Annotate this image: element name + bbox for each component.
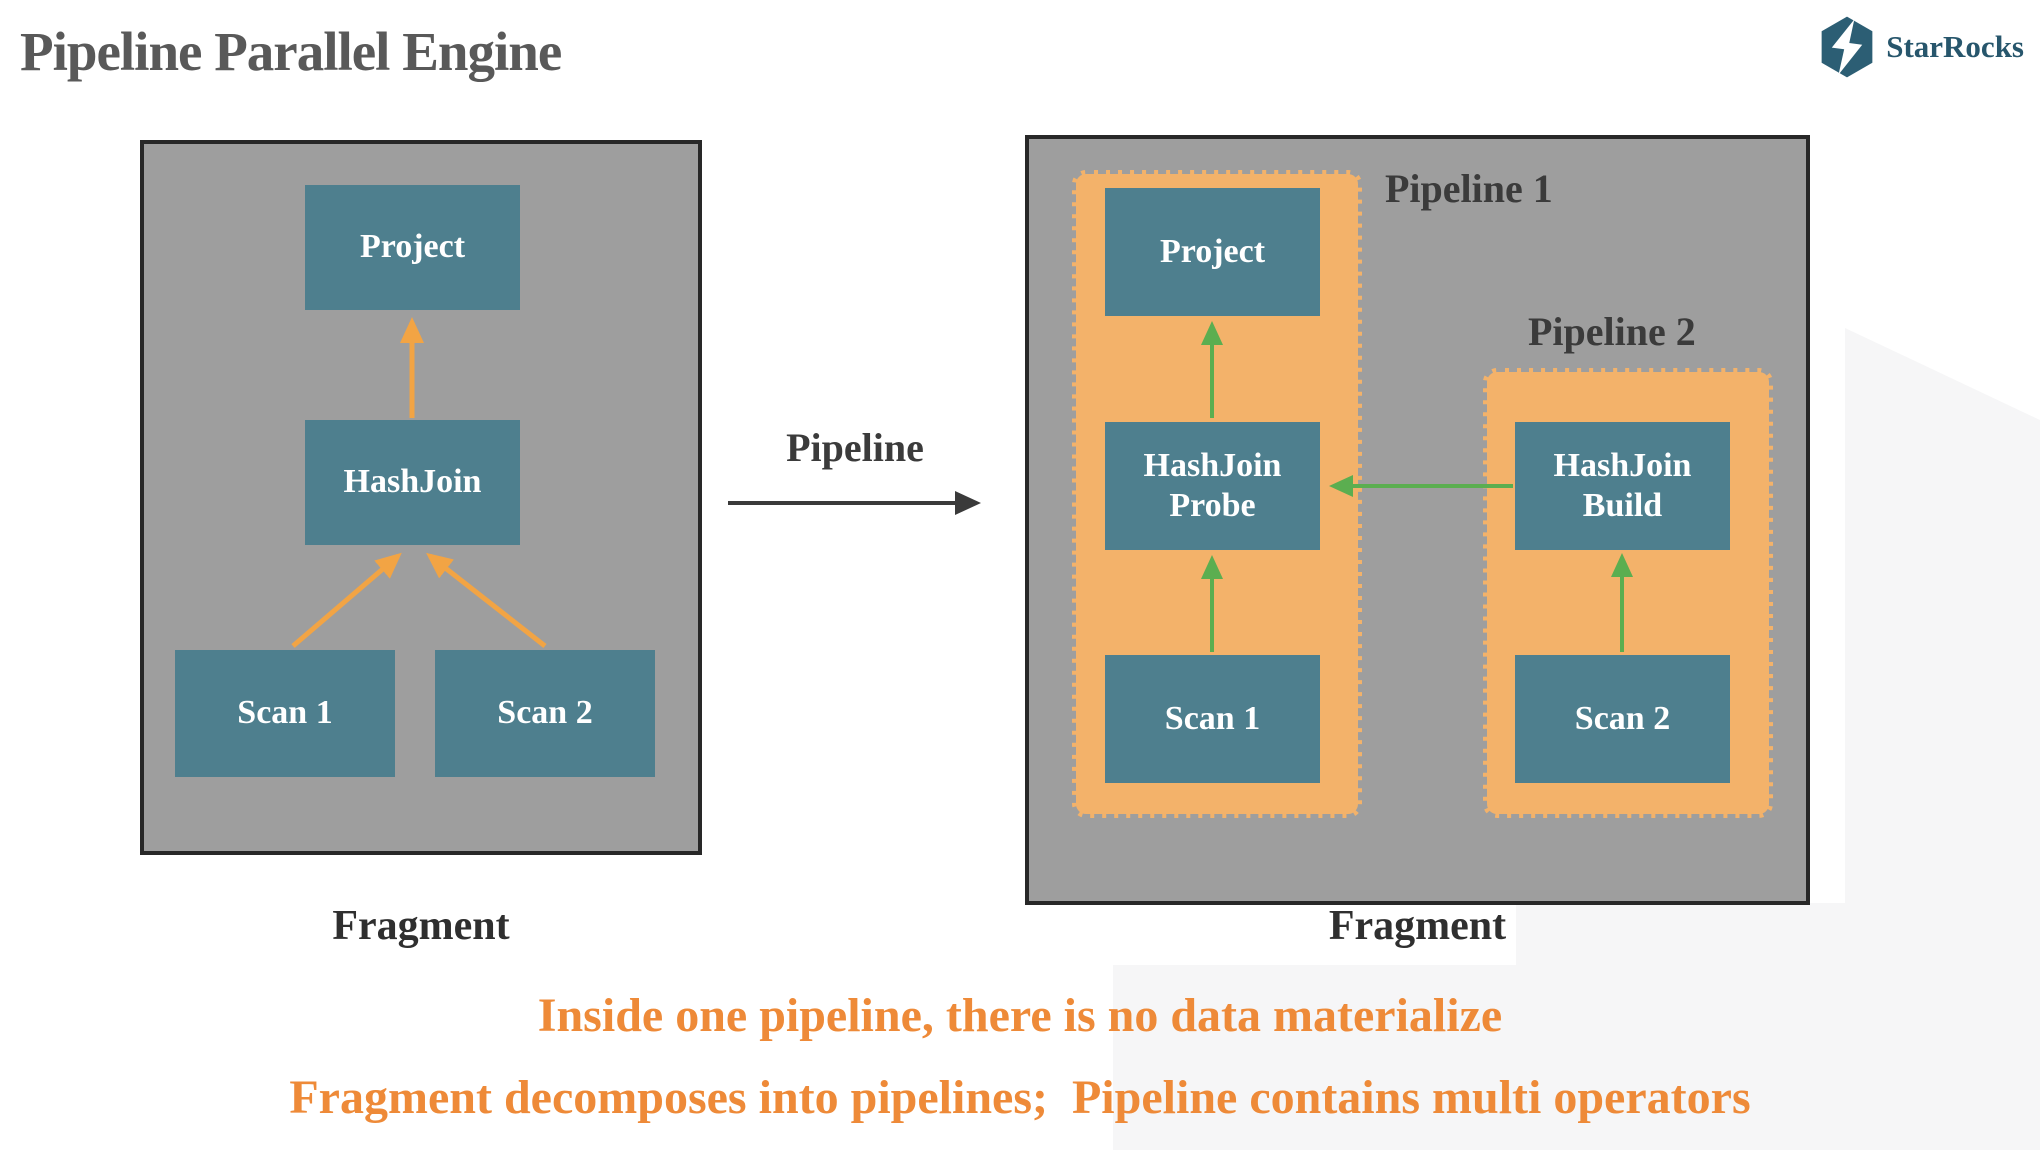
right-node-scan1-label: Scan 1: [1164, 699, 1261, 737]
right-node-build-line1: HashJoin: [1553, 446, 1692, 484]
pipeline2-label: Pipeline 2: [1528, 309, 1696, 354]
right-node-project: Project: [1105, 188, 1320, 316]
left-node-scan1-label: Scan 1: [237, 694, 333, 732]
left-fragment-caption: Fragment: [332, 903, 510, 949]
pipeline1-label: Pipeline 1: [1385, 166, 1553, 211]
right-node-scan2: Scan 2: [1515, 655, 1730, 783]
right-node-build-line2: Build: [1582, 487, 1663, 524]
right-fragment-caption: Fragment: [1328, 903, 1507, 949]
left-node-scan2-label: Scan 2: [497, 694, 593, 732]
right-node-probe-line1: HashJoin: [1143, 446, 1282, 484]
left-node-scan1: Scan 1: [175, 650, 395, 777]
left-node-project-label: Project: [359, 228, 466, 266]
note-line1: Inside one pipeline, there is no data ma…: [537, 989, 1503, 1042]
note-line2: Fragment decomposes into pipelines; Pipe…: [289, 1071, 1751, 1124]
left-node-scan2: Scan 2: [435, 650, 655, 777]
right-node-hashjoin-build: HashJoin Build: [1515, 422, 1730, 550]
left-node-hashjoin: HashJoin: [305, 420, 520, 545]
right-node-probe-line2: Probe: [1169, 487, 1256, 524]
right-node-project-label: Project: [1159, 232, 1266, 270]
starrocks-logo: StarRocks: [1818, 16, 2024, 78]
right-node-scan2-label: Scan 2: [1574, 699, 1671, 737]
slide-title: Pipeline Parallel Engine: [20, 21, 562, 82]
left-node-hashjoin-label: HashJoin: [343, 463, 482, 501]
starrocks-hexagon-bolt-icon: [1818, 16, 1876, 78]
transition-label: Pipeline: [786, 425, 924, 470]
starrocks-brand-text: StarRocks: [1886, 29, 2024, 64]
left-node-project: Project: [305, 185, 520, 310]
right-node-hashjoin-probe: HashJoin Probe: [1105, 422, 1320, 550]
right-node-scan1: Scan 1: [1105, 655, 1320, 783]
